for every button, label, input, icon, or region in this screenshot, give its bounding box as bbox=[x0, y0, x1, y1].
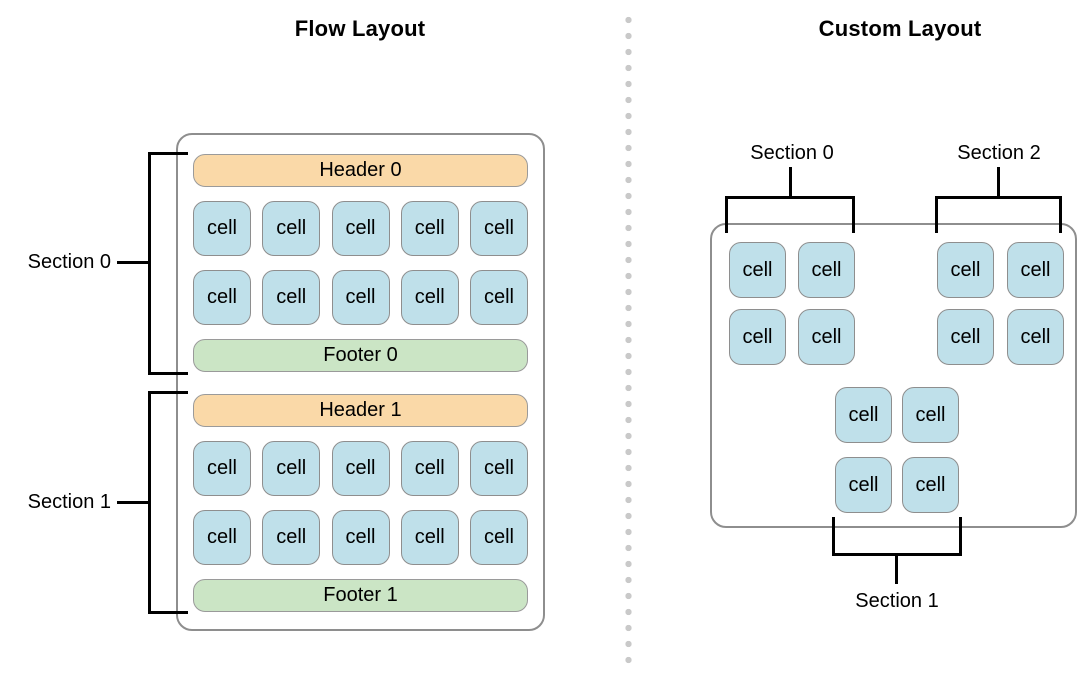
cell-row: cell cell cell cell cell bbox=[193, 441, 528, 496]
cell: cell bbox=[262, 201, 321, 256]
custom-section-2-label: Section 2 bbox=[957, 142, 1041, 164]
cell: cell bbox=[331, 510, 390, 565]
cell: cell bbox=[729, 242, 786, 298]
header-bar: Header 1 bbox=[193, 394, 528, 427]
section-1-label: Section 1 bbox=[27, 491, 111, 513]
cell: cell bbox=[193, 201, 251, 256]
cell: cell bbox=[193, 441, 251, 496]
custom-section-0-stem bbox=[789, 167, 792, 197]
cell: cell bbox=[798, 242, 855, 298]
footer-bar: Footer 1 bbox=[193, 579, 528, 612]
cell: cell bbox=[193, 510, 251, 565]
cell: cell bbox=[902, 457, 959, 513]
custom-section-1-stem bbox=[895, 556, 898, 584]
cell: cell bbox=[470, 201, 528, 256]
header-bar: Header 0 bbox=[193, 154, 528, 187]
flow-layout-title: Flow Layout bbox=[294, 16, 426, 41]
section-0-label: Section 0 bbox=[27, 251, 111, 273]
cell: cell bbox=[902, 387, 959, 443]
cell: cell bbox=[262, 270, 321, 325]
custom-section-0-bracket bbox=[725, 196, 855, 233]
dotted-divider bbox=[625, 12, 632, 664]
custom-layout-title: Custom Layout bbox=[818, 16, 982, 41]
cell: cell bbox=[1007, 309, 1064, 365]
cell: cell bbox=[1007, 242, 1064, 298]
cell: cell bbox=[400, 270, 459, 325]
flow-section-1: Header 1 cell cell cell cell cell cell c… bbox=[193, 394, 528, 612]
section-0-leader-line bbox=[117, 261, 150, 264]
custom-section-1-label: Section 1 bbox=[855, 590, 939, 612]
cell: cell bbox=[470, 441, 528, 496]
cell: cell bbox=[262, 441, 321, 496]
custom-section-0-cells: cell cell cell cell bbox=[729, 242, 855, 365]
custom-section-1-cells: cell cell cell cell bbox=[835, 387, 959, 513]
cell: cell bbox=[193, 270, 251, 325]
cell: cell bbox=[400, 510, 459, 565]
flow-section-0: Header 0 cell cell cell cell cell cell c… bbox=[193, 154, 528, 372]
cell: cell bbox=[331, 270, 390, 325]
cell: cell bbox=[937, 309, 994, 365]
cell: cell bbox=[331, 201, 390, 256]
custom-section-2-bracket bbox=[935, 196, 1062, 233]
flow-collection-view-container: Header 0 cell cell cell cell cell cell c… bbox=[176, 133, 545, 631]
cell-row: cell cell cell cell cell bbox=[193, 201, 528, 256]
cell: cell bbox=[400, 201, 459, 256]
cell: cell bbox=[400, 441, 459, 496]
cell: cell bbox=[835, 457, 892, 513]
custom-section-0-label: Section 0 bbox=[750, 142, 834, 164]
section-1-leader-line bbox=[117, 501, 150, 504]
cell: cell bbox=[798, 309, 855, 365]
cell: cell bbox=[729, 309, 786, 365]
footer-bar: Footer 0 bbox=[193, 339, 528, 372]
cell: cell bbox=[262, 510, 321, 565]
custom-section-2-stem bbox=[997, 167, 1000, 197]
cell: cell bbox=[835, 387, 892, 443]
section-1-bracket bbox=[148, 391, 188, 614]
cell: cell bbox=[331, 441, 390, 496]
custom-section-2-cells: cell cell cell cell bbox=[937, 242, 1064, 365]
cell: cell bbox=[470, 510, 528, 565]
section-0-bracket bbox=[148, 152, 188, 375]
custom-section-1-bracket bbox=[832, 517, 962, 556]
cell: cell bbox=[470, 270, 528, 325]
custom-collection-view-container: cell cell cell cell cell cell cell cell … bbox=[710, 223, 1077, 528]
cell-row: cell cell cell cell cell bbox=[193, 270, 528, 325]
cell: cell bbox=[937, 242, 994, 298]
cell-row: cell cell cell cell cell bbox=[193, 510, 528, 565]
